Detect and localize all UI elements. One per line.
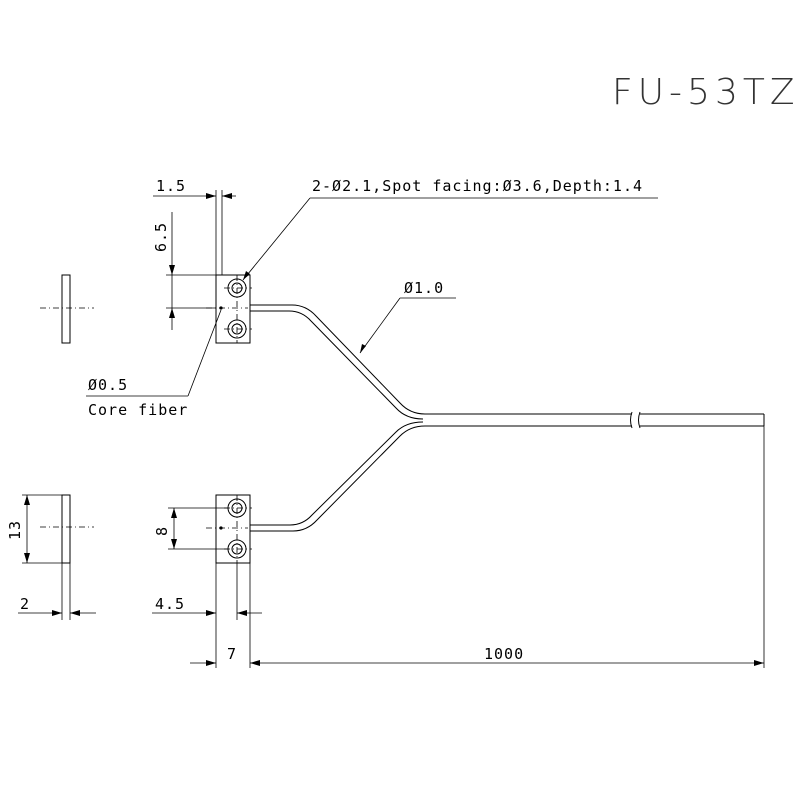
model-title: FU-53TZ [612, 72, 800, 113]
dim-bottom-height: 13 [6, 520, 24, 540]
top-head-body [215, 274, 251, 344]
hole-spec-label: 2-Ø2.1,Spot facing:Ø3.6,Depth:1.4 [312, 177, 643, 195]
bottom-dimensions: 8 4.5 7 1000 [152, 426, 765, 668]
core-dia-label: Ø0.5 [88, 376, 128, 394]
top-side-view [40, 274, 94, 344]
cable-dia-label: Ø1.0 [404, 279, 444, 297]
core-fiber-label: Core fiber [88, 401, 188, 419]
bottom-core-point [219, 526, 223, 530]
top-sensor-head [206, 274, 260, 344]
top-side-plate [61, 274, 71, 344]
bottom-side-plate [61, 494, 71, 564]
upper-cable-top-edge [250, 304, 426, 415]
dim-bottom-offset: 4.5 [155, 595, 185, 613]
fiber-cables [250, 304, 765, 532]
lower-cable-top-edge [250, 425, 426, 532]
upper-cable-bottom-edge [250, 310, 424, 420]
top-dimensions: 1.5 6.5 2-Ø2.1,Spot facing:Ø3.6,Depth:1.… [86, 177, 658, 419]
top-core-point [219, 306, 223, 310]
bottom-head-body [215, 494, 251, 564]
dim-bottom-pitch: 8 [153, 526, 171, 536]
bottom-side-view: 13 2 [6, 494, 96, 620]
bottom-sensor-head [206, 494, 260, 564]
dim-top-width: 1.5 [156, 177, 186, 195]
cable-break-left [630, 411, 633, 429]
dim-bottom-thickness: 2 [20, 595, 30, 613]
dim-head-width: 7 [227, 645, 237, 663]
cable-break-right [638, 411, 641, 429]
dim-top-pitch: 6.5 [152, 222, 170, 252]
dim-cable-length: 1000 [484, 645, 524, 663]
lower-cable-bottom-edge [250, 421, 424, 526]
